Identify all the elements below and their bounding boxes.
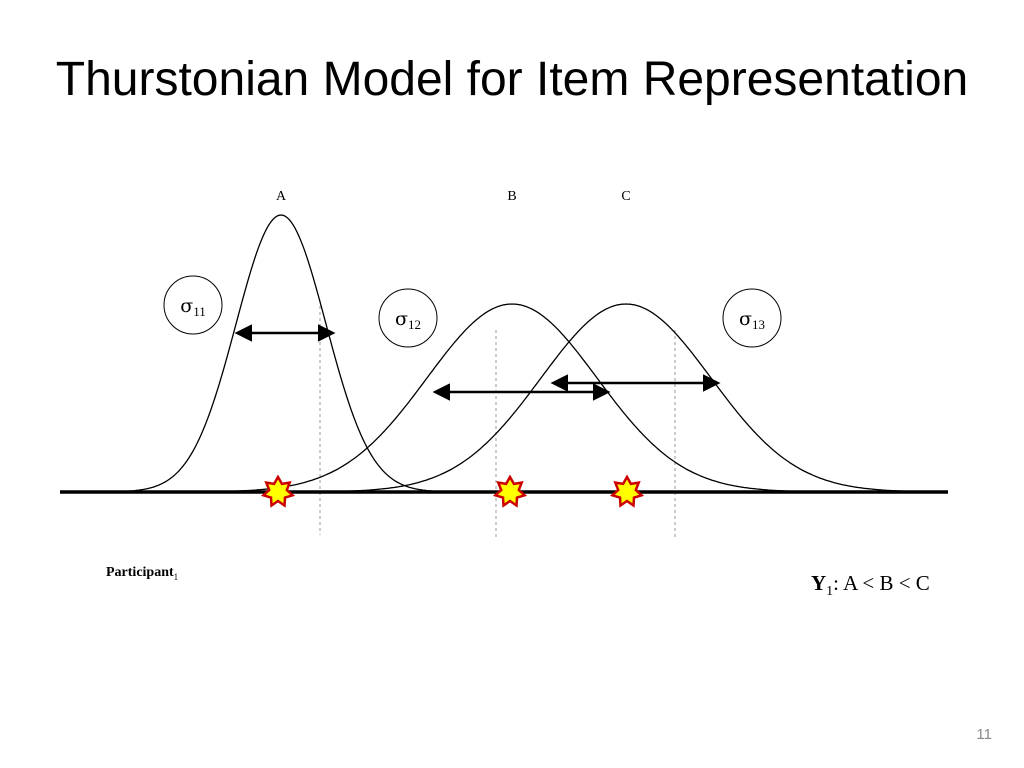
sigma-badge-11: σ11 [163, 275, 223, 335]
page-number: 11 [976, 726, 992, 743]
svg-text:σ11: σ11 [180, 295, 206, 319]
ordering-text: : A < B < C [833, 571, 930, 595]
sigma-subscript: 11 [193, 304, 206, 319]
ordering-subscript: 1 [826, 584, 834, 600]
distribution-curve-a [104, 214, 436, 493]
star-marker-a [260, 474, 296, 508]
sigma-symbol: σ [739, 308, 752, 330]
participant-label: Participant1 [106, 565, 178, 582]
svg-text:σ12: σ12 [395, 308, 421, 332]
item-label-b: B [507, 189, 516, 204]
star-marker-b [492, 474, 528, 508]
sigma-badge-13: σ13 [722, 288, 782, 348]
distribution-curve-c [329, 303, 905, 493]
sigma-symbol: σ [180, 295, 193, 317]
ordering-result: Y1: A < B < C [811, 571, 930, 600]
item-label-a: A [276, 189, 287, 204]
sigma-subscript: 13 [752, 317, 765, 332]
slide-title: Thurstonian Model for Item Representatio… [55, 53, 969, 106]
ordering-symbol: Y [811, 571, 827, 595]
svg-text:σ13: σ13 [739, 308, 765, 332]
star-marker-c [609, 474, 645, 508]
distribution-curve-b [200, 303, 805, 493]
sigma-symbol: σ [395, 308, 408, 330]
sigma-subscript: 12 [408, 317, 421, 332]
participant-text: Participant [106, 565, 174, 580]
participant-subscript: 1 [173, 571, 179, 582]
sigma-badge-12: σ12 [378, 288, 438, 348]
item-label-c: C [621, 189, 630, 204]
